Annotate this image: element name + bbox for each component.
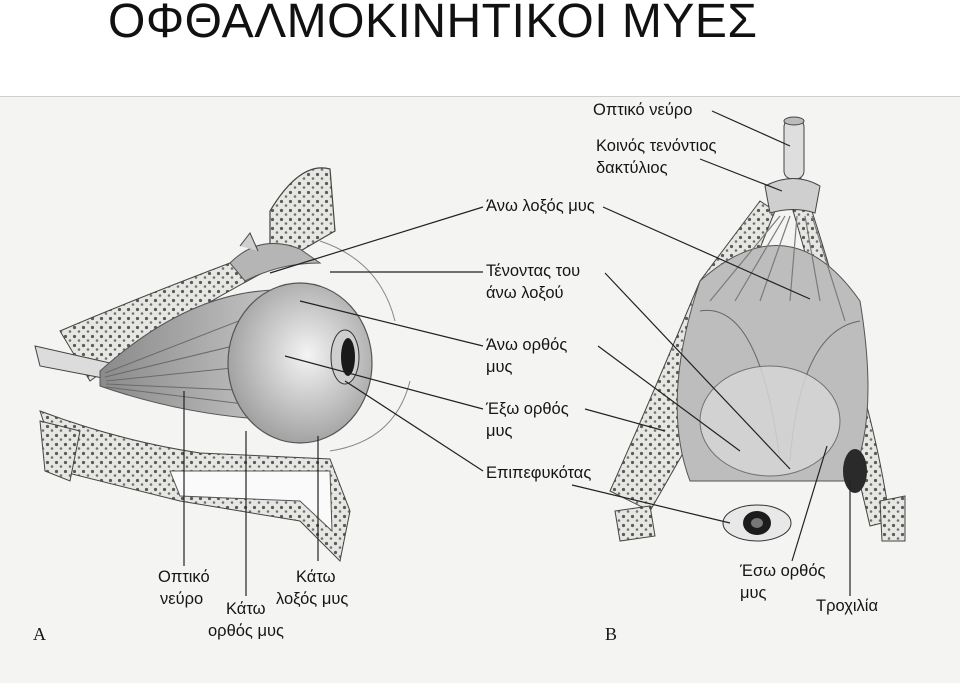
label-inferior-oblique-line2: λοξός μυς bbox=[276, 590, 349, 608]
panel-label-a: A bbox=[33, 624, 46, 644]
label-optic-nerve-lateral-line1: Οπτικό bbox=[158, 568, 210, 586]
label-lateral-rectus-line2: μυς bbox=[486, 422, 513, 440]
label-optic-nerve-lateral-line2: νεύρο bbox=[160, 590, 204, 608]
label-medial-rectus-line2: μυς bbox=[740, 584, 767, 602]
anatomy-figure: Οπτικό νεύρο Κοινός τενόντιος δακτύλιος … bbox=[0, 96, 960, 683]
anatomy-illustration bbox=[34, 110, 906, 596]
label-superior-oblique-tendon-line2: άνω λοξού bbox=[486, 284, 564, 302]
label-medial-rectus-line1: Έσω ορθός bbox=[740, 562, 826, 580]
label-trochlea: Τροχιλία bbox=[816, 597, 878, 615]
superior-view-drawing bbox=[609, 116, 906, 542]
leader-lines bbox=[183, 110, 851, 596]
label-superior-oblique-tendon-line1: Τένοντας του bbox=[486, 262, 581, 280]
label-superior-oblique: Άνω λοξός μυς bbox=[486, 197, 595, 215]
panel-label-b: B bbox=[605, 624, 618, 644]
label-superior-rectus-line1: Άνω ορθός bbox=[486, 336, 568, 354]
label-inferior-rectus-line2: ορθός μυς bbox=[208, 622, 284, 640]
label-conjunctiva: Επιπεφυκότας bbox=[486, 464, 592, 482]
label-common-tendinous-ring-line1: Κοινός τενόντιος bbox=[596, 137, 717, 155]
lateral-view-drawing bbox=[34, 167, 411, 563]
page-title: ΟΦΘΑΛΜΟΚΙΝΗΤΙΚΟΙ ΜΥΕΣ bbox=[108, 0, 758, 48]
label-superior-rectus-line2: μυς bbox=[486, 358, 513, 376]
label-inferior-oblique-line1: Κάτω bbox=[296, 568, 336, 586]
label-common-tendinous-ring-line2: δακτύλιος bbox=[596, 159, 668, 177]
label-lateral-rectus-line1: Έξω ορθός bbox=[486, 400, 569, 418]
label-optic-nerve-superior: Οπτικό νεύρο bbox=[593, 101, 693, 119]
label-inferior-rectus-line1: Κάτω bbox=[226, 600, 266, 618]
